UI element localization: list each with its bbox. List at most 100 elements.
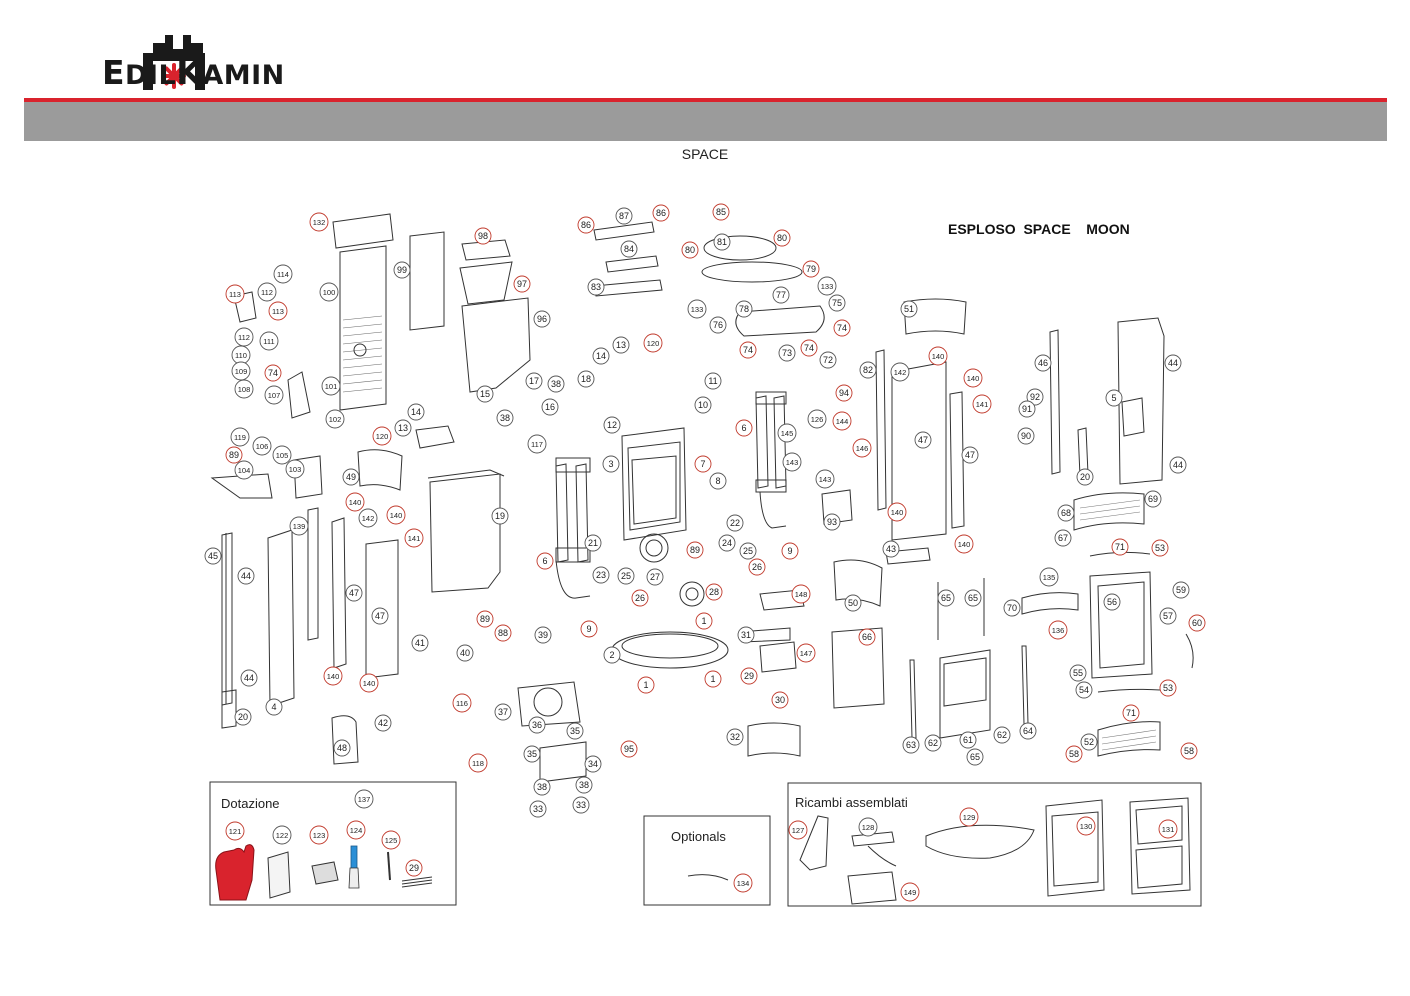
svg-text:74: 74 [804, 343, 814, 353]
callout-39: 39 [534, 626, 552, 644]
svg-text:64: 64 [1023, 726, 1033, 736]
callout-73: 73 [778, 344, 796, 362]
callout-32: 32 [726, 728, 744, 746]
callout-6: 6 [536, 552, 554, 570]
svg-text:80: 80 [685, 245, 695, 255]
svg-text:137: 137 [358, 795, 371, 804]
svg-text:95: 95 [624, 744, 634, 754]
svg-text:116: 116 [456, 699, 468, 708]
svg-text:108: 108 [238, 385, 251, 394]
callout-103: 103 [285, 459, 305, 479]
svg-text:107: 107 [268, 391, 281, 400]
callout-44: 44 [1169, 456, 1187, 474]
callout-64: 64 [1019, 722, 1037, 740]
callout-102: 102 [325, 409, 345, 429]
svg-text:35: 35 [527, 749, 537, 759]
callout-17: 17 [525, 372, 543, 390]
callout-123: 123 [309, 825, 329, 845]
callout-145: 145 [777, 423, 797, 443]
callout-75: 75 [828, 294, 846, 312]
svg-text:17: 17 [529, 376, 539, 386]
callout-13: 13 [612, 336, 630, 354]
callout-84: 84 [620, 240, 638, 258]
callout-45: 45 [204, 547, 222, 565]
callout-40: 40 [456, 644, 474, 662]
svg-text:113: 113 [229, 290, 241, 299]
callout-129: 129 [959, 807, 979, 827]
callout-74: 74 [264, 364, 282, 382]
svg-text:102: 102 [329, 415, 342, 424]
callout-113: 113 [268, 301, 288, 321]
callout-80: 80 [773, 229, 791, 247]
svg-text:104: 104 [238, 466, 251, 475]
callout-141: 141 [972, 394, 992, 414]
callout-9: 9 [781, 542, 799, 560]
scraper-icon [348, 845, 360, 889]
callout-140: 140 [963, 368, 983, 388]
callout-55: 55 [1069, 664, 1087, 682]
callout-30: 30 [771, 691, 789, 709]
callout-18: 18 [577, 370, 595, 388]
svg-text:1: 1 [643, 680, 648, 690]
callout-140: 140 [954, 534, 974, 554]
svg-text:129: 129 [963, 813, 976, 822]
callout-70: 70 [1003, 599, 1021, 617]
svg-text:53: 53 [1155, 543, 1165, 553]
callout-60: 60 [1188, 614, 1206, 632]
callout-42: 42 [374, 714, 392, 732]
svg-text:14: 14 [411, 407, 421, 417]
edilkamin-logo-icon [143, 35, 205, 90]
svg-text:61: 61 [963, 735, 973, 745]
svg-text:26: 26 [635, 593, 645, 603]
svg-text:62: 62 [997, 730, 1007, 740]
callout-114: 114 [273, 264, 293, 284]
callout-143: 143 [815, 469, 835, 489]
svg-text:44: 44 [1173, 460, 1183, 470]
callout-79: 79 [802, 260, 820, 278]
svg-text:60: 60 [1192, 618, 1202, 628]
callout-98: 98 [474, 227, 492, 245]
callout-136: 136 [1048, 620, 1068, 640]
svg-text:41: 41 [415, 638, 425, 648]
callout-137: 137 [354, 789, 374, 809]
callout-89: 89 [686, 541, 704, 559]
svg-text:65: 65 [970, 752, 980, 762]
svg-text:19: 19 [495, 511, 505, 521]
svg-text:1: 1 [710, 674, 715, 684]
svg-text:52: 52 [1084, 737, 1094, 747]
svg-text:24: 24 [722, 538, 732, 548]
svg-text:74: 74 [837, 323, 847, 333]
svg-text:6: 6 [542, 556, 547, 566]
svg-text:88: 88 [498, 628, 508, 638]
svg-text:74: 74 [268, 368, 278, 378]
header-red-line [24, 98, 1387, 102]
callout-49: 49 [342, 468, 360, 486]
svg-text:79: 79 [806, 264, 816, 274]
callout-65: 65 [937, 589, 955, 607]
svg-text:27: 27 [650, 572, 660, 582]
callout-65: 65 [966, 748, 984, 766]
callout-74: 74 [739, 341, 757, 359]
svg-text:44: 44 [241, 571, 251, 581]
svg-text:146: 146 [856, 444, 869, 453]
svg-text:39: 39 [538, 630, 548, 640]
svg-text:44: 44 [244, 673, 254, 683]
callout-29: 29 [740, 667, 758, 685]
callout-47: 47 [345, 584, 363, 602]
callout-51: 51 [900, 300, 918, 318]
callout-38: 38 [547, 375, 565, 393]
svg-text:98: 98 [478, 231, 488, 241]
svg-text:13: 13 [616, 340, 626, 350]
callout-62: 62 [924, 734, 942, 752]
svg-text:86: 86 [656, 208, 666, 218]
svg-text:118: 118 [472, 759, 484, 768]
callout-26: 26 [631, 589, 649, 607]
callout-89: 89 [225, 446, 243, 464]
svg-text:105: 105 [276, 451, 289, 460]
callout-37: 37 [494, 703, 512, 721]
callout-125: 125 [381, 830, 401, 850]
callout-94: 94 [835, 384, 853, 402]
svg-text:133: 133 [821, 282, 834, 291]
callout-110: 110 [231, 345, 251, 365]
callout-47: 47 [371, 607, 389, 625]
